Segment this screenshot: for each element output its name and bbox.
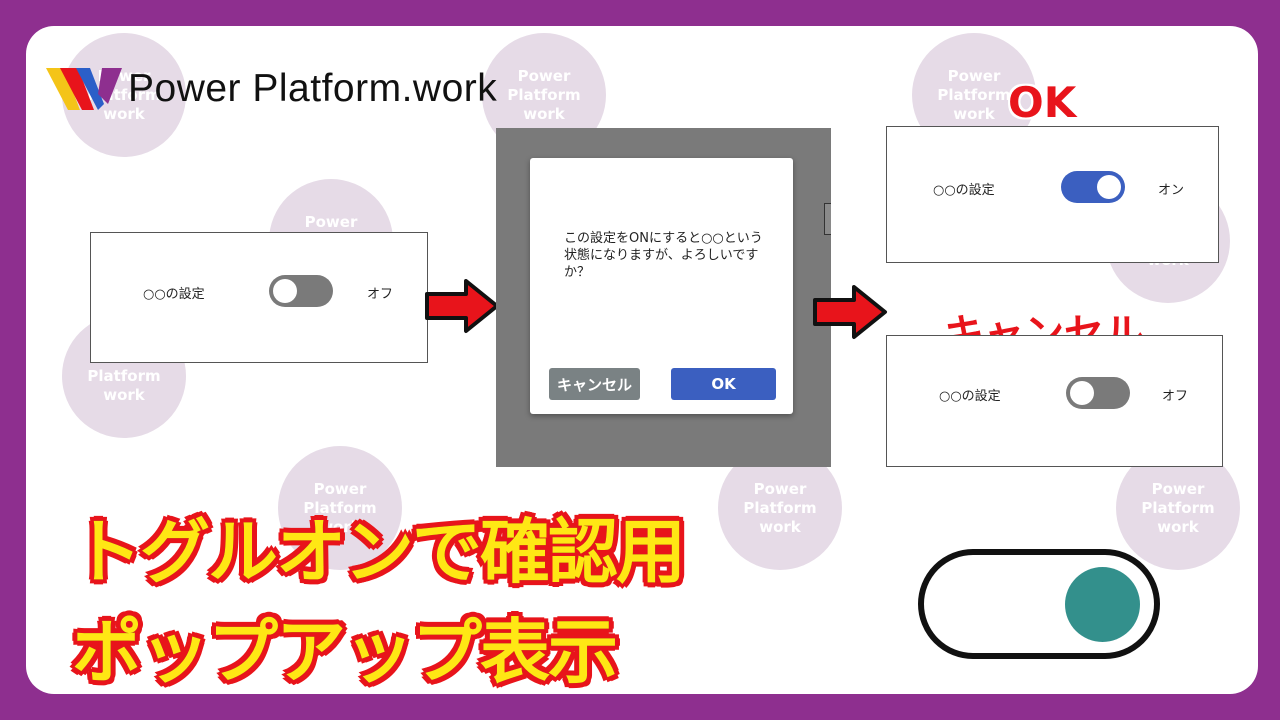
watermark-line: work (319, 517, 361, 536)
cancel-result-panel: ○○の設定 オフ (886, 335, 1223, 467)
cancel-button[interactable]: キャンセル (549, 368, 640, 400)
watermark-line: Power (753, 479, 807, 498)
ok-result-caption: OK (1008, 78, 1077, 127)
toggle-knob (273, 279, 297, 303)
setting-label: ○○の設定 (143, 287, 205, 302)
watermark-line: work (953, 104, 995, 123)
watermark-line: work (103, 385, 145, 404)
setting-toggle-on[interactable] (1061, 171, 1125, 203)
watermark-line: Power (304, 212, 358, 231)
underlying-toggle-edge (824, 203, 831, 235)
right-arrow-icon (813, 285, 887, 339)
watermark-line: work (759, 517, 801, 536)
watermark-line: Platform (507, 85, 581, 104)
decorative-toggle (918, 549, 1160, 659)
power-platform-logo-icon (46, 68, 122, 110)
brand-logo: Power Platform.work (46, 64, 497, 114)
watermark-line: work (1157, 517, 1199, 536)
watermark-line: Power (313, 479, 367, 498)
setting-label: ○○の設定 (933, 183, 995, 198)
watermark-line: Platform (87, 366, 161, 385)
toggle-knob (1070, 381, 1094, 405)
right-arrow-icon (425, 279, 499, 333)
watermark-line: Power (1151, 479, 1205, 498)
headline-line-2: ポップアップ表示 (71, 610, 620, 695)
setting-toggle-off[interactable] (1066, 377, 1130, 409)
ok-result-panel: ○○の設定 オン (886, 126, 1219, 263)
watermark-line: Platform (1141, 498, 1215, 517)
before-setting-panel: ○○の設定 オフ (90, 232, 428, 363)
decorative-toggle-knob (1065, 567, 1140, 642)
brand-title: Power Platform.work (128, 67, 498, 110)
dialog-message: この設定をONにすると○○という状態になりますが、よろしいですか？ (564, 231, 763, 280)
headline-line-1: トグルオンで確認用 (71, 510, 688, 595)
watermark-line: Platform (303, 498, 377, 517)
watermark-line: work (523, 104, 565, 123)
ok-button[interactable]: OK (671, 368, 776, 400)
toggle-state-text: オン (1158, 183, 1185, 198)
watermark-line: Power (517, 66, 571, 85)
watermark-line: Power (947, 66, 1001, 85)
toggle-state-text: オフ (1162, 389, 1189, 404)
setting-toggle-off[interactable] (269, 275, 333, 307)
toggle-knob (1097, 175, 1121, 199)
confirm-dialog: この設定をONにすると○○という状態になりますが、よろしいですか？ キャンセル … (530, 158, 793, 414)
watermark-line: Platform (743, 498, 817, 517)
setting-label: ○○の設定 (939, 389, 1001, 404)
watermark-line: Platform (937, 85, 1011, 104)
watermark-line: work (103, 104, 145, 123)
toggle-state-text: オフ (367, 287, 394, 302)
